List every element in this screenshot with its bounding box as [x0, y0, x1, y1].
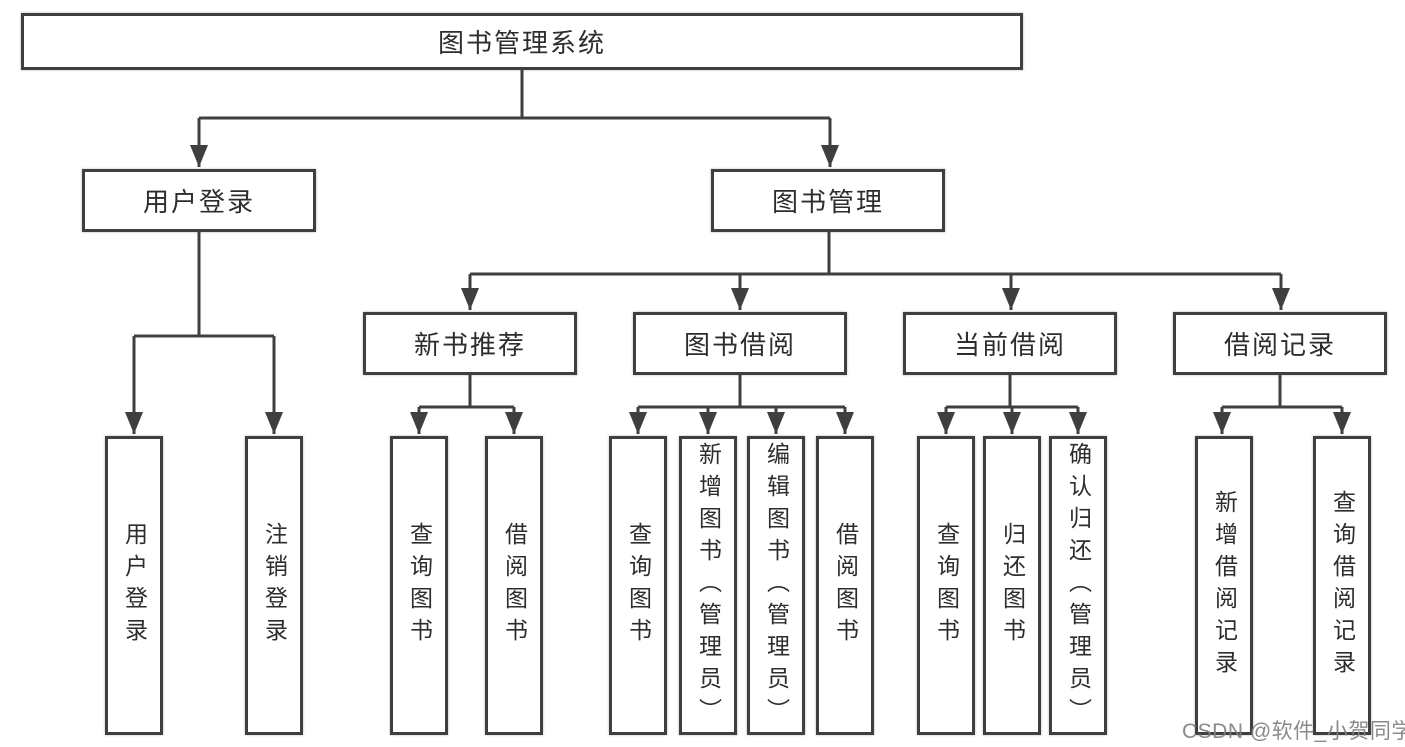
- leaf-bb-edit-books-admin: 编辑图书（管理员）: [747, 436, 805, 735]
- node-current-borrowing: 当前借阅: [903, 312, 1117, 375]
- leaf-cb-query-books: 查询图书: [917, 436, 975, 735]
- leaf-cb-confirm-return-admin: 确认归还（管理员）: [1049, 436, 1107, 735]
- leaf-nb-borrow-books: 借阅图书: [485, 436, 543, 735]
- node-new-book-recommend: 新书推荐: [363, 312, 577, 375]
- leaf-nb-query-books: 查询图书: [390, 436, 448, 735]
- node-borrowing-records: 借阅记录: [1173, 312, 1387, 375]
- leaf-br-add-record: 新增借阅记录: [1195, 436, 1253, 735]
- connector-arrows: [125, 118, 1351, 434]
- node-book-management: 图书管理: [711, 169, 945, 232]
- leaf-cb-return-books: 归还图书: [983, 436, 1041, 735]
- node-user-login: 用户登录: [82, 169, 316, 232]
- leaf-bb-borrow-books: 借阅图书: [816, 436, 874, 735]
- leaf-logout: 注销登录: [245, 436, 303, 735]
- leaf-br-query-record: 查询借阅记录: [1313, 436, 1371, 735]
- leaf-bb-add-books-admin: 新增图书（管理员）: [679, 436, 737, 735]
- csdn-watermark: CSDN @软件_小贺同学: [1182, 720, 1405, 743]
- leaf-bb-query-books: 查询图书: [609, 436, 667, 735]
- node-root-system: 图书管理系统: [21, 13, 1023, 70]
- leaf-user-login: 用户登录: [105, 436, 163, 735]
- node-book-borrowing: 图书借阅: [633, 312, 847, 375]
